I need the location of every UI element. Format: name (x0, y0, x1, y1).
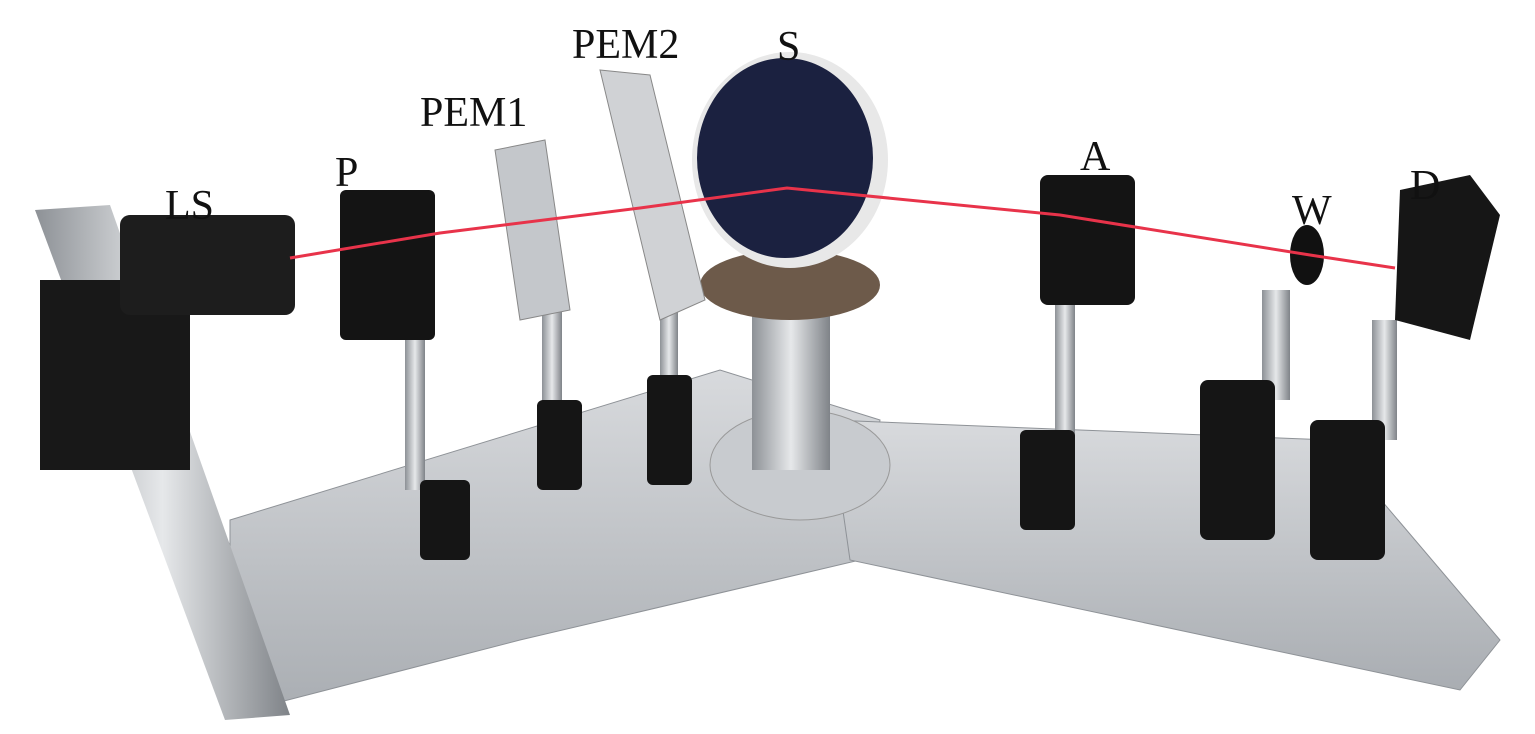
polarizer-mount (340, 190, 435, 340)
laser-beam (289, 186, 1396, 270)
sample-wafer (697, 58, 873, 258)
label-detector: D (1410, 163, 1441, 209)
label-polarizer: P (335, 150, 359, 196)
pem1-body (494, 139, 571, 321)
label-light-source: LS (165, 183, 215, 229)
analyzer-mount (1040, 175, 1135, 305)
post-holders (420, 375, 1385, 560)
sample-stage (700, 250, 880, 320)
label-pem1: PEM1 (420, 90, 528, 136)
label-pem2: PEM2 (572, 22, 680, 68)
light-source-body (40, 215, 295, 470)
label-waveplate: W (1292, 188, 1332, 234)
right-breadboard (829, 419, 1501, 691)
detector-body (1395, 175, 1500, 340)
pem2-body (599, 69, 706, 321)
sample-pillar (752, 300, 830, 470)
label-analyzer: A (1080, 134, 1111, 180)
label-sample: S (777, 24, 801, 70)
